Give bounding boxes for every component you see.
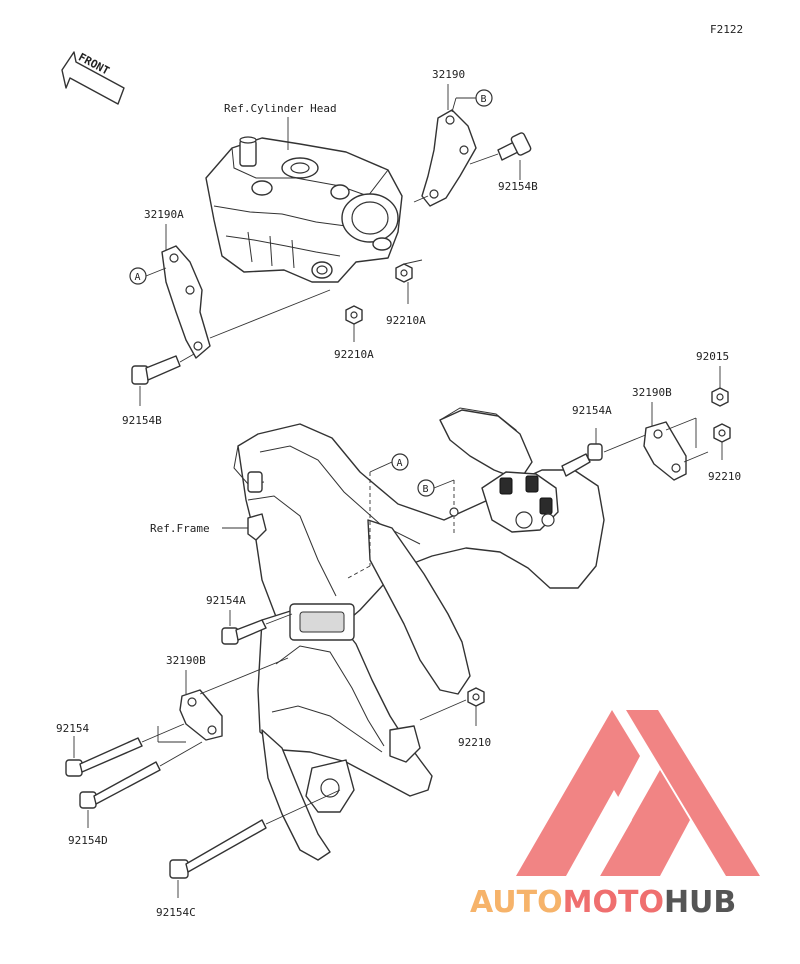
- bolt-92154d-long: [79, 761, 161, 809]
- bolt-92154a-right: [561, 443, 603, 477]
- nut-92210-lower: [467, 687, 485, 707]
- watermark-logo: [516, 710, 760, 876]
- frame-drawing: [233, 407, 605, 861]
- watermark-moto: MOTO: [563, 885, 664, 920]
- part-number-92154b-upper: 92154B: [498, 180, 538, 193]
- bolt-92154b-upper: [497, 132, 532, 161]
- part-number-32190b-lower: 32190B: [166, 654, 206, 667]
- part-number-92015: 92015: [696, 350, 729, 363]
- part-number-92210-lower: 92210: [458, 736, 491, 749]
- part-number-92154c: 92154C: [156, 906, 196, 919]
- part-number-92210a-lower: 92210A: [334, 348, 374, 361]
- part-number-92210a-upper: 92210A: [386, 314, 426, 327]
- part-number-32190a: 32190A: [144, 208, 184, 221]
- part-number-32190b-right: 32190B: [632, 386, 672, 399]
- nut-92210a-upper: [395, 263, 413, 283]
- watermark-hub: HUB: [664, 885, 736, 920]
- bracket-32190: [421, 109, 477, 207]
- callout-b-upper: B: [481, 94, 487, 105]
- cylinder-head-drawing: [205, 136, 403, 283]
- bolt-92154b-left: [131, 355, 181, 385]
- part-number-92154a-mid: 92154A: [206, 594, 246, 607]
- part-number-92154a-right: 92154A: [572, 404, 612, 417]
- watermark-text: AUTOMOTOHUB: [470, 885, 736, 920]
- bracket-32190b-lower: [179, 689, 223, 741]
- ref-frame-label: Ref.Frame: [150, 522, 210, 535]
- nut-92210-right: [713, 423, 731, 443]
- callout-a-frame: A: [397, 458, 403, 469]
- bolt-92154c-long: [169, 819, 267, 879]
- figure-code: F2122: [710, 23, 743, 36]
- part-number-92154: 92154: [56, 722, 89, 735]
- part-number-32190: 32190: [432, 68, 465, 81]
- front-arrow-icon: FRONT: [61, 51, 125, 105]
- callout-a-upper: A: [135, 272, 141, 283]
- nut-92210a-lower: [345, 305, 363, 325]
- callout-b-frame: B: [423, 484, 429, 495]
- bracket-32190a: [161, 245, 211, 359]
- ref-cylinder-head-label: Ref.Cylinder Head: [224, 102, 337, 115]
- bracket-32190b-right: [643, 421, 687, 481]
- bolt-92154-long: [65, 737, 143, 777]
- part-number-92154d: 92154D: [68, 834, 108, 847]
- part-number-92210-right: 92210: [708, 470, 741, 483]
- watermark-auto: AUTO: [470, 885, 563, 920]
- washer-92015: [711, 387, 729, 407]
- part-number-92154b-left: 92154B: [122, 414, 162, 427]
- bolt-92154a-mid: [221, 619, 267, 645]
